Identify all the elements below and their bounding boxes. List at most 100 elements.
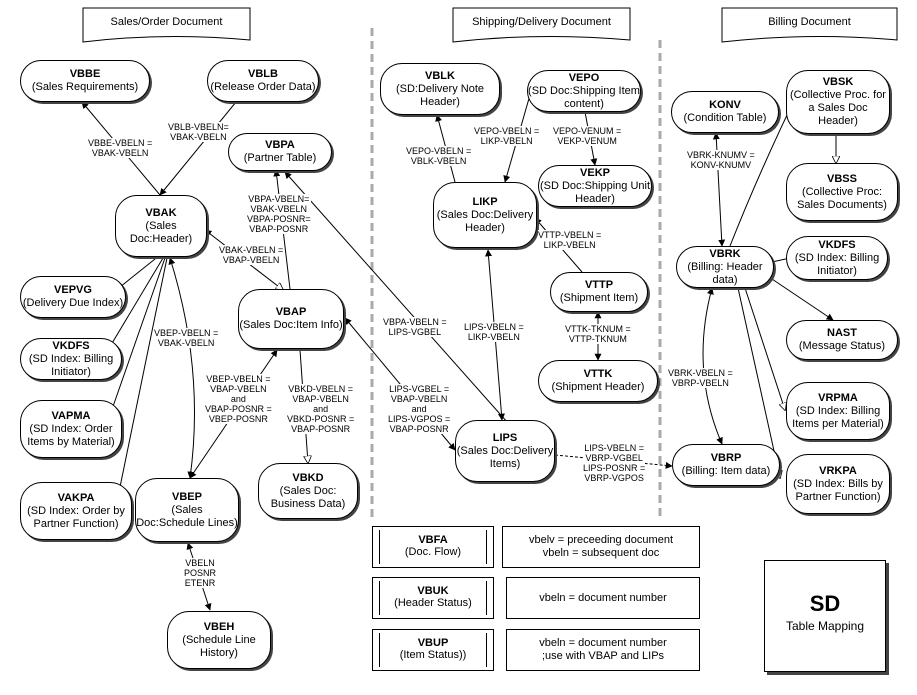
table-vttp[interactable]: VTTP(Shipment Item) (550, 272, 648, 312)
join-label-vepo-likp: VEPO-VBELN = LIKP-VBELN (474, 126, 540, 146)
node-title: VKDFS (818, 238, 856, 251)
table-vbpa[interactable]: VBPA(Partner Table) (228, 133, 332, 171)
edge-vbak-vkdfs (104, 257, 164, 356)
node-title: LIKP (472, 195, 498, 208)
edge-vbak-vblb (159, 101, 237, 196)
node-description: (Condition Table) (683, 112, 767, 124)
join-label-vbep-vbak: VBEP-VBELN = VBAK-VBELN (154, 328, 219, 348)
node-title: VEPVG (54, 284, 92, 296)
join-label-vepo-vekp: VEPO-VENUM = VEKP-VENUM (553, 126, 622, 146)
table-vrpma[interactable]: VRPMA(SD Index: Billing Items per Materi… (786, 382, 890, 440)
node-description: (Release Order Data) (210, 81, 316, 93)
table-vbss[interactable]: VBSS(Collective Proc: Sales Documents) (786, 163, 898, 221)
node-title: VBKD (292, 471, 324, 484)
node-description: (Shipment Item) (559, 292, 639, 304)
legend-name: VBFA (418, 534, 448, 546)
node-title: VAPMA (51, 409, 91, 422)
node-description: (Collective Proc. for a Sales Doc Header… (790, 89, 886, 127)
node-title: KONV (709, 99, 741, 111)
table-likp[interactable]: LIKP(Sales Doc:Delivery Header) (433, 182, 537, 248)
node-title: VBEP (172, 490, 202, 503)
table-lips[interactable]: LIPS(Sales Doc:Delivery Items) (455, 420, 555, 482)
table-vbap[interactable]: VBAP(Sales Doc:Item Info) (238, 289, 344, 349)
edge-vbrk-vrpma (744, 287, 785, 410)
node-description: (Sales Doc:Item Info) (239, 319, 343, 331)
node-title: VBAP (275, 306, 307, 318)
join-label-vbak-vbap: VBAK-VBELN = VBAP-VBELN (219, 245, 284, 265)
node-title: VBEH (203, 620, 235, 633)
legend-name: VBUP (417, 637, 449, 649)
join-label-vepo-vblk: VEPO-VBELN = VBLK-VBELN (406, 146, 472, 166)
table-vbrk[interactable]: VBRK(Billing: Header data) (676, 246, 774, 288)
table-vbsk[interactable]: VBSK(Collective Proc. for a Sales Doc He… (786, 70, 890, 134)
table-nast[interactable]: NAST(Message Status) (786, 320, 898, 360)
node-description: (SD Index: Order by Partner Function) (27, 504, 125, 530)
node-title: VBSS (827, 172, 857, 185)
join-label-lips-likp: LIPS-VBELN = LIKP-VBELN (464, 322, 524, 342)
table-vbep[interactable]: VBEP(Sales Doc:Schedule Lines) (135, 478, 239, 542)
node-description: (Sales Requirements) (31, 81, 139, 93)
node-title: VRKPA (819, 464, 857, 477)
node-title: VEKP (580, 166, 610, 179)
node-description: (SD Index: Order Items by Material) (27, 422, 115, 448)
table-vbbe[interactable]: VBBE(Sales Requirements) (20, 60, 150, 102)
badge-subtitle: Table Mapping (785, 619, 865, 633)
table-vkdfs-sales[interactable]: VKDFS(SD Index: Billing Initiator) (20, 338, 122, 380)
legend-vbup[interactable]: VBUP (Item Status)) (372, 629, 494, 671)
table-vrkpa[interactable]: VRKPA(SD Index: Bills by Partner Functio… (786, 454, 890, 514)
table-vepvg[interactable]: VEPVG(Delivery Due Index) (20, 276, 126, 318)
edge-vbak-vapma (109, 257, 166, 416)
join-label-vbrk-konv: VBRK-KNUMV = KONV-KNUMV (687, 150, 755, 170)
join-label-vbep-vbap: VBEP-VBELN = VBAP-VBELN and VBAP-POSNR =… (205, 374, 272, 424)
join-label-vbbe-vbak: VBBE-VBELN = VBAK-VBELN (88, 138, 153, 158)
table-vekp[interactable]: VEKP(SD Doc:Shipping Unit Header) (538, 165, 652, 207)
table-vblb[interactable]: VBLB(Release Order Data) (207, 60, 319, 102)
table-vbeh[interactable]: VBEH(Schedule Line History) (167, 611, 271, 669)
node-description: (SD Index: Billing Initiator) (28, 352, 114, 378)
table-konv[interactable]: KONV(Condition Table) (671, 91, 779, 133)
node-title: VBRK (709, 247, 741, 260)
table-vbak[interactable]: VBAK(Sales Doc:Header) (115, 195, 207, 257)
legend-vbfa[interactable]: VBFA (Doc. Flow) (372, 526, 494, 568)
table-vakpa[interactable]: VAKPA(SD Index: Order by Partner Functio… (20, 482, 132, 540)
edge-vbrk-nast (765, 274, 834, 321)
join-label-vttk-vttp: VTTK-TKNUM = VTTP-TKNUM (565, 324, 631, 344)
edge-vbrk-vbrp (702, 287, 723, 445)
table-vepo[interactable]: VEPO(SD Doc:Shipping Item content) (527, 70, 641, 112)
node-description: (SD Index: Billing Initiator) (794, 251, 880, 277)
node-description: (Sales Doc:Schedule Lines) (136, 503, 238, 529)
join-label-vblb-vbak: VBLB-VBELN= VBAK-VBELN (168, 122, 229, 142)
table-vapma[interactable]: VAPMA(SD Index: Order Items by Material) (20, 400, 122, 458)
node-title: VBLB (248, 68, 278, 80)
node-description: (SD Index: Bills by Partner Function) (793, 477, 883, 503)
table-vbkd[interactable]: VBKD(Sales Doc: Business Data) (258, 463, 358, 519)
legend-sub: (Header Status) (394, 597, 472, 609)
node-description: (Sales Doc:Delivery Items) (456, 444, 554, 470)
node-description: (Billing: Header data) (687, 260, 763, 286)
join-label-vbeh: VBELN POSNR ETENR (184, 558, 217, 588)
node-title: VRPMA (818, 391, 858, 404)
node-description: (Message Status) (798, 340, 886, 352)
node-title: VBPA (265, 139, 295, 151)
node-title: LIPS (492, 431, 518, 444)
join-label-lips-vbrp: LIPS-VBELN = VBRP-VGBEL LIPS-POSNR = VBR… (583, 443, 646, 483)
node-description: (Sales Doc:Delivery Header) (436, 208, 534, 234)
sd-title-badge: SD Table Mapping (764, 560, 886, 672)
legend-vbup-desc: vbeln = document number ;use with VBAP a… (506, 629, 700, 671)
legend-vbuk-desc: vbeln = document number (506, 577, 700, 619)
edge-vbak-vakpa (119, 257, 168, 488)
legend-vbuk[interactable]: VBUK (Header Status) (372, 577, 494, 619)
table-vbrp[interactable]: VBRP(Billing: Item data) (672, 444, 780, 486)
node-title: VEPO (568, 71, 600, 84)
node-description: (Billing: Item data) (681, 465, 771, 477)
node-description: (SD Index: Billing Items per Material) (792, 404, 884, 430)
table-vkdfs-billing[interactable]: VKDFS(SD Index: Billing Initiator) (786, 236, 888, 280)
table-vblk[interactable]: VBLK(SD:Delivery Note Header) (380, 63, 500, 115)
node-description: (SD Doc:Shipping Item content) (528, 84, 640, 110)
node-description: (Shipment Header) (551, 381, 645, 393)
join-label-vbpa-lips: VBPA-VBELN = LIPS-VGBEL (383, 317, 447, 337)
node-title: VBAK (145, 206, 177, 219)
edge-vbak-vbep (168, 257, 195, 479)
table-vttk[interactable]: VTTK(Shipment Header) (538, 360, 658, 402)
